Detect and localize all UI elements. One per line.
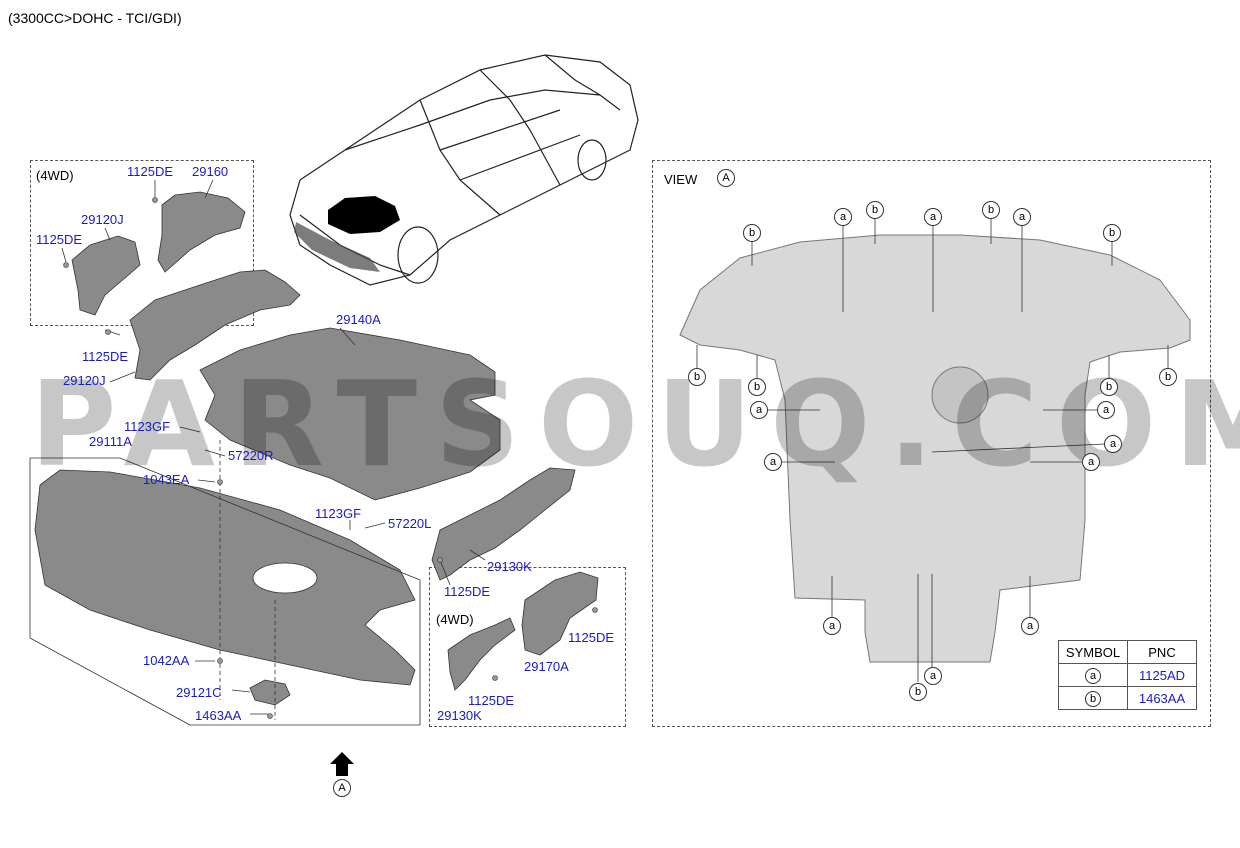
watermark-text: PARTSOUQ.COM bbox=[30, 355, 1240, 493]
callout-a: a bbox=[823, 617, 841, 635]
part-label-1043ea[interactable]: 1043EA bbox=[143, 472, 190, 487]
callout-b: b bbox=[866, 201, 884, 219]
part-label-29120j-b[interactable]: 29120J bbox=[63, 373, 106, 388]
callout-b: b bbox=[743, 224, 761, 242]
fastener-dots bbox=[63, 197, 598, 719]
table-row: b 1463AA bbox=[1058, 686, 1197, 710]
part-label-1123gf-b[interactable]: 1123GF bbox=[315, 506, 362, 521]
symbol-a: a bbox=[1085, 667, 1101, 684]
view-a-box bbox=[652, 160, 1211, 727]
callout-a: a bbox=[1097, 401, 1115, 419]
part-label-29140a[interactable]: 29140A bbox=[336, 312, 381, 327]
group-label-4wd-top: (4WD) bbox=[36, 168, 74, 183]
part-label-29130k-a[interactable]: 29130K bbox=[487, 559, 532, 574]
view-a-center-hole bbox=[931, 366, 989, 424]
callout-a: a bbox=[924, 208, 942, 226]
callout-b: b bbox=[1103, 224, 1121, 242]
part-29111a-shape bbox=[34, 469, 416, 686]
part-label-57220l[interactable]: 57220L bbox=[388, 516, 432, 531]
pnc-link-1125ad[interactable]: 1125AD bbox=[1138, 667, 1185, 683]
callout-b: b bbox=[688, 368, 706, 386]
view-marker: A bbox=[717, 169, 735, 187]
part-label-1123gf-a[interactable]: 1123GF bbox=[124, 419, 171, 434]
part-label-1125de-c[interactable]: 1125DE bbox=[82, 349, 129, 364]
callout-a: a bbox=[1104, 435, 1122, 453]
callout-a: a bbox=[764, 453, 782, 471]
part-label-1125de-d[interactable]: 1125DE bbox=[444, 584, 491, 599]
part-label-1125de-f[interactable]: 1125DE bbox=[468, 693, 515, 708]
part-29170a-shape bbox=[521, 571, 599, 656]
part-29120j-lower-shape bbox=[129, 269, 301, 381]
part-label-1125de-b[interactable]: 1125DE bbox=[36, 232, 83, 247]
part-label-1125de-e[interactable]: 1125DE bbox=[568, 630, 615, 645]
part-label-29121c[interactable]: 29121C bbox=[176, 685, 222, 700]
part-label-29120j-a[interactable]: 29120J bbox=[81, 212, 124, 227]
group-label-4wd-bottom: (4WD) bbox=[436, 612, 474, 627]
part-label-29130k-b[interactable]: 29130K bbox=[437, 708, 482, 723]
callout-a: a bbox=[1021, 617, 1039, 635]
car-grille bbox=[294, 222, 380, 272]
diagram-title: (3300CC>DOHC - TCI/GDI) bbox=[8, 10, 182, 26]
group-box-4wd-bottom bbox=[429, 567, 626, 727]
view-label: VIEW bbox=[664, 172, 698, 187]
part-label-1125de-a[interactable]: 1125DE bbox=[127, 164, 174, 179]
symbol-header: SYMBOL bbox=[1058, 640, 1128, 664]
part-29121c-shape bbox=[249, 679, 291, 706]
part-label-1463aa[interactable]: 1463AA bbox=[195, 708, 242, 723]
part-label-29160[interactable]: 29160 bbox=[192, 164, 229, 179]
symbol-table: SYMBOL PNC a 1125AD b 1463AA bbox=[1058, 640, 1197, 710]
pnc-header: PNC bbox=[1127, 640, 1197, 664]
symbol-b: b bbox=[1085, 690, 1101, 707]
callout-b: b bbox=[909, 683, 927, 701]
callout-a: a bbox=[1013, 208, 1031, 226]
car-outline bbox=[289, 54, 639, 286]
symbol-table-header: SYMBOL PNC bbox=[1058, 640, 1197, 664]
callout-a: a bbox=[924, 667, 942, 685]
part-29130k-shape bbox=[431, 467, 576, 581]
arrow-view-marker: A bbox=[333, 779, 351, 797]
callout-b: b bbox=[1159, 368, 1177, 386]
view-direction-arrow bbox=[330, 752, 354, 776]
part-29120j-upper-shape bbox=[71, 235, 141, 316]
callout-a: a bbox=[834, 208, 852, 226]
pnc-link-1463aa[interactable]: 1463AA bbox=[1138, 690, 1186, 706]
car-engine-highlight bbox=[328, 196, 400, 234]
part-label-1042aa[interactable]: 1042AA bbox=[143, 653, 190, 668]
part-29130k-4wd-shape bbox=[447, 617, 516, 691]
part-label-29111a[interactable]: 29111A bbox=[89, 434, 132, 449]
callout-a: a bbox=[750, 401, 768, 419]
callout-b: b bbox=[748, 378, 766, 396]
part-29160-shape bbox=[157, 191, 246, 273]
part-label-57220r[interactable]: 57220R bbox=[228, 448, 274, 463]
part-29111a-hole bbox=[252, 562, 318, 594]
callout-b: b bbox=[982, 201, 1000, 219]
callout-a: a bbox=[1082, 453, 1100, 471]
part-label-29170a[interactable]: 29170A bbox=[524, 659, 569, 674]
callout-b: b bbox=[1100, 378, 1118, 396]
view-a-leaders bbox=[696, 218, 1169, 682]
table-row: a 1125AD bbox=[1058, 663, 1197, 687]
